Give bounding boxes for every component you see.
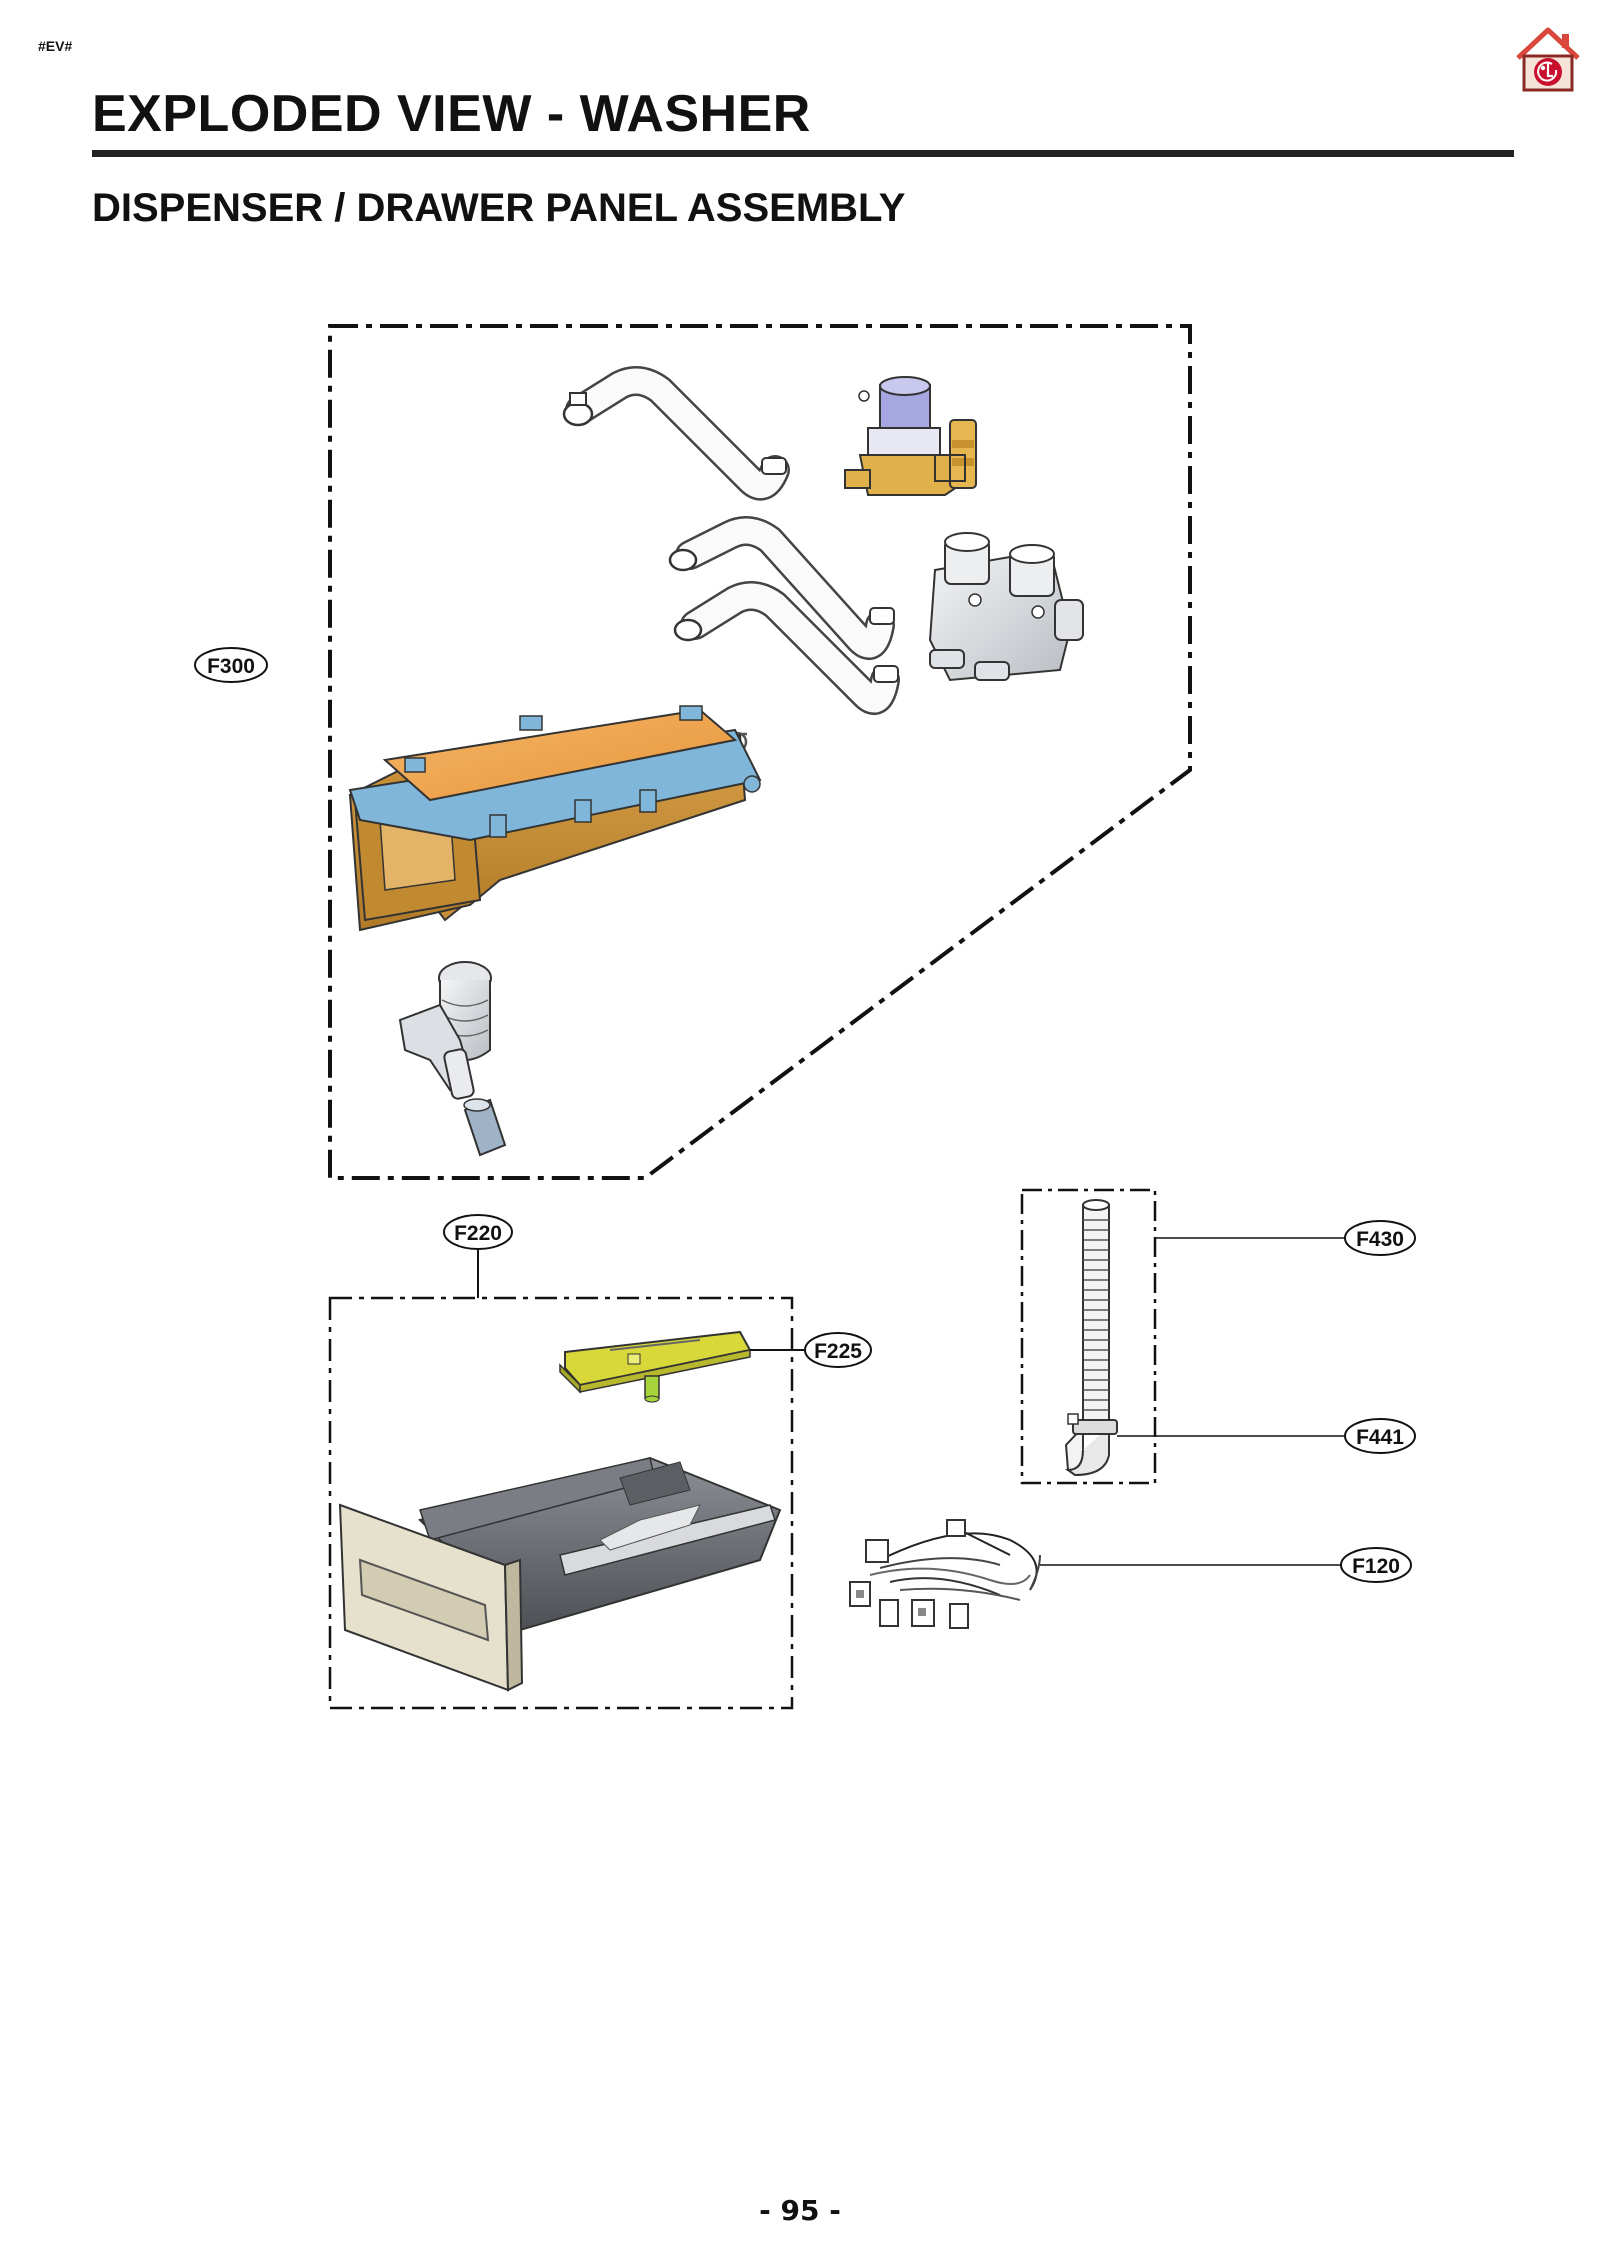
callout-f225: F225 — [750, 1332, 872, 1368]
svg-text:F220: F220 — [454, 1222, 502, 1245]
inlet-hose-double — [668, 516, 900, 715]
callout-f300: F300 — [194, 647, 268, 683]
callout-f430: F430 — [1155, 1220, 1416, 1256]
svg-text:F225: F225 — [814, 1340, 862, 1363]
callout-f120: F120 — [1040, 1547, 1412, 1583]
dispenser-bellows — [398, 961, 492, 1100]
svg-text:F300: F300 — [207, 655, 255, 678]
callout-f441: F441 — [1117, 1418, 1416, 1454]
document-code: #EV# — [38, 38, 73, 54]
wire-harness — [849, 1519, 1041, 1629]
inlet-hose-single — [562, 366, 790, 501]
svg-text:F441: F441 — [1356, 1426, 1404, 1449]
svg-text:F120: F120 — [1352, 1555, 1400, 1578]
drain-connector — [463, 1098, 507, 1157]
drain-hose-boundary — [1020, 1188, 1157, 1485]
lg-home-logo — [1516, 27, 1580, 92]
title-divider — [92, 150, 1514, 157]
single-water-valve — [844, 376, 977, 496]
section-title: DISPENSER / DRAWER PANEL ASSEMBLY — [92, 186, 906, 230]
double-water-valve — [928, 532, 1084, 682]
dispenser-assembly-boundary — [328, 324, 1192, 1180]
svg-text:F430: F430 — [1356, 1228, 1404, 1251]
detergent-drawer — [338, 1456, 782, 1692]
hose-clamp — [1067, 1413, 1118, 1435]
dispenser-housing — [348, 705, 762, 932]
drawer-cover — [559, 1330, 752, 1403]
drawer-assembly-boundary — [328, 1296, 794, 1710]
page-number: - 95 - — [759, 2194, 841, 2227]
callout-f220: F220 — [443, 1214, 513, 1298]
page-title: EXPLODED VIEW - WASHER — [92, 85, 811, 143]
corrugated-hose — [1064, 1199, 1110, 1477]
